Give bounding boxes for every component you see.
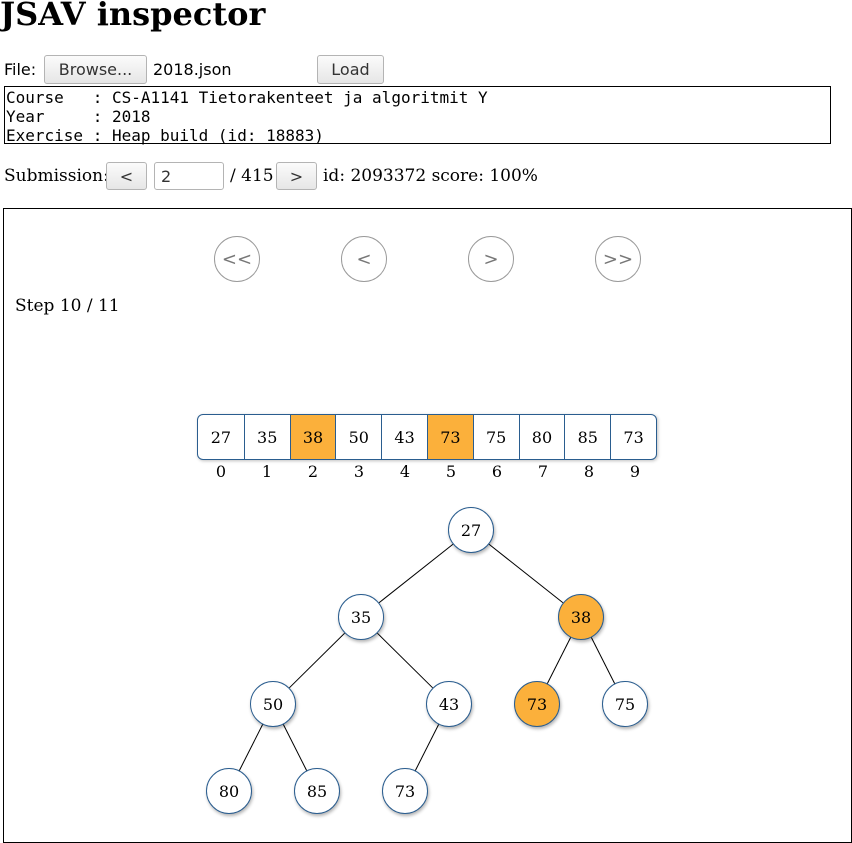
tree-node: 75 xyxy=(602,681,648,727)
last-step-button[interactable]: >> xyxy=(595,236,641,282)
tree-node: 80 xyxy=(206,768,252,814)
chevron-left-icon: < xyxy=(356,248,372,270)
array-index-label: 0 xyxy=(215,462,227,481)
chevron-right-icon: > xyxy=(483,248,499,270)
array-index-label: 6 xyxy=(491,462,503,481)
array-index-label: 9 xyxy=(629,462,641,481)
array-index-label: 7 xyxy=(537,462,549,481)
load-button[interactable]: Load xyxy=(317,55,384,84)
array-index-label: 8 xyxy=(583,462,595,481)
file-label: File: xyxy=(4,60,37,79)
tree-node: 85 xyxy=(294,768,340,814)
tree-node: 43 xyxy=(426,681,472,727)
submission-meta: id: 2093372 score: 100% xyxy=(323,166,538,186)
page-title: JSAV inspector xyxy=(0,0,266,33)
array-cell: 38 xyxy=(289,415,336,459)
array-cell: 27 xyxy=(210,427,232,447)
previous-submission-button[interactable]: < xyxy=(106,162,147,190)
step-counter: Step 10 / 11 xyxy=(15,296,120,316)
tree-node: 35 xyxy=(338,594,384,640)
selected-filename: 2018.json xyxy=(153,60,232,79)
visualization-panel xyxy=(3,208,852,843)
array-cell: 73 xyxy=(426,415,473,459)
array-cell: 73 xyxy=(610,415,656,459)
array-cell: 35 xyxy=(243,415,290,459)
tree-node: 50 xyxy=(250,681,296,727)
array-index-label: 2 xyxy=(307,462,319,481)
course-line: Course : CS-A1141 Tietorakenteet ja algo… xyxy=(6,88,488,107)
array-index-label: 1 xyxy=(261,462,273,481)
tree-node: 73 xyxy=(382,768,428,814)
submission-total: / 415 xyxy=(230,166,274,186)
exercise-line: Exercise : Heap build (id: 18883) xyxy=(6,126,324,145)
array-cell: 43 xyxy=(381,415,427,459)
array-cell: 85 xyxy=(564,415,610,459)
array-index-label: 3 xyxy=(353,462,365,481)
tree-node: 38 xyxy=(558,594,604,640)
array-cell: 75 xyxy=(472,415,519,459)
double-chevron-right-icon: >> xyxy=(602,248,634,270)
first-step-button[interactable]: << xyxy=(214,236,260,282)
tree-node: 73 xyxy=(514,681,560,727)
double-chevron-left-icon: << xyxy=(221,248,253,270)
next-step-button[interactable]: > xyxy=(468,236,514,282)
tree-node: 27 xyxy=(448,507,494,553)
submission-label: Submission: xyxy=(4,166,109,186)
next-submission-button[interactable]: > xyxy=(276,162,317,190)
submission-number-input[interactable] xyxy=(154,162,224,190)
array-cell: 50 xyxy=(335,415,381,459)
array-cell: 80 xyxy=(518,415,565,459)
previous-step-button[interactable]: < xyxy=(341,236,387,282)
year-line: Year : 2018 xyxy=(6,107,151,126)
array-index-label: 5 xyxy=(445,462,457,481)
array-index-label: 4 xyxy=(399,462,411,481)
browse-button[interactable]: Browse... xyxy=(44,55,147,84)
exercise-info-box: Course : CS-A1141 Tietorakenteet ja algo… xyxy=(4,86,831,145)
